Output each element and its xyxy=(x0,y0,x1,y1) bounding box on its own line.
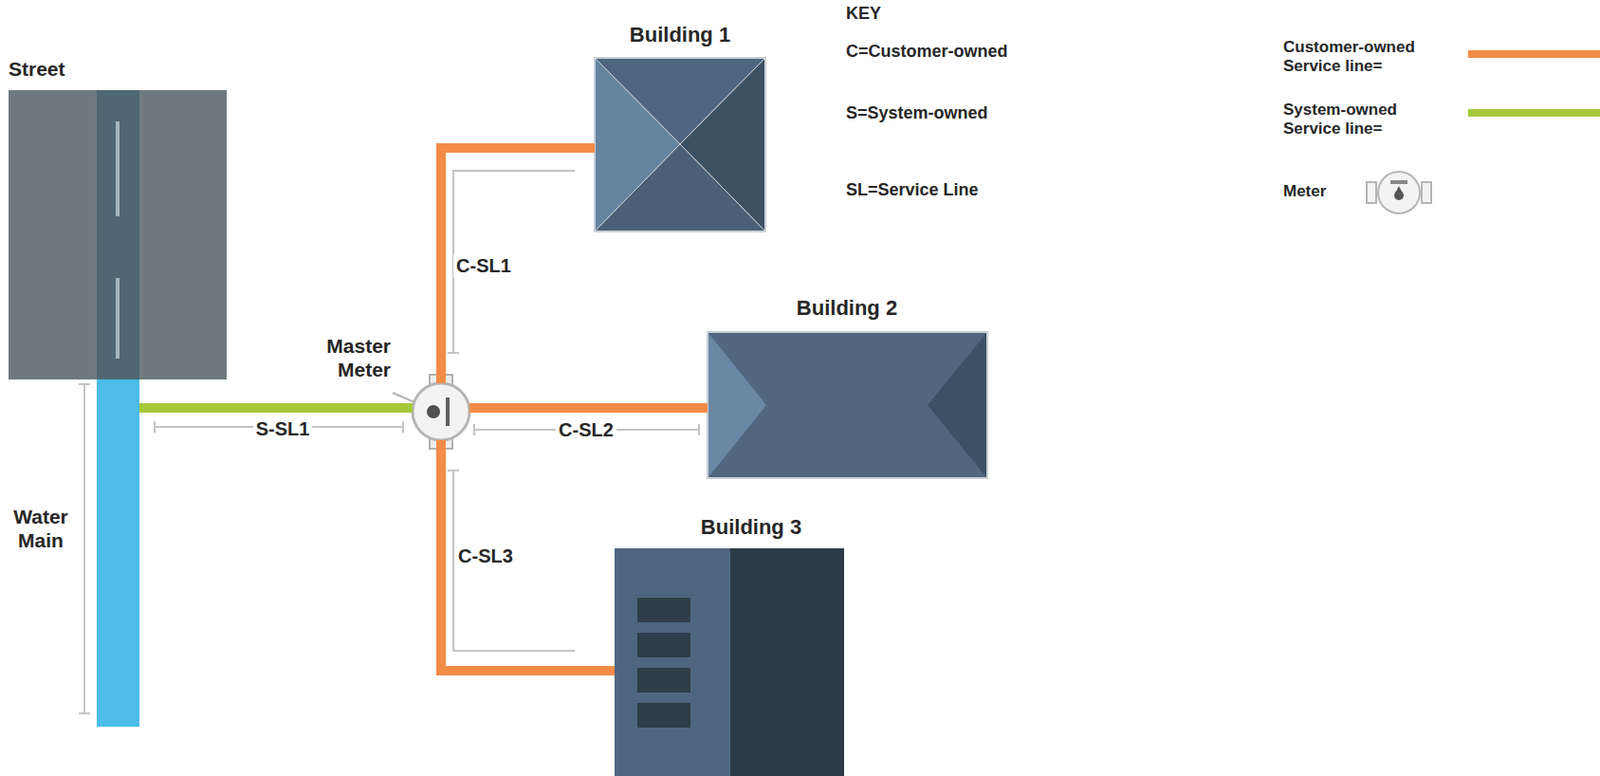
dimension-bracket xyxy=(78,170,699,714)
legend-meter-icon xyxy=(1366,171,1432,214)
water-main-label: Water Main xyxy=(1,504,80,552)
building-node: Building 1 xyxy=(594,57,766,232)
lane-dash xyxy=(115,121,120,217)
lane-dash xyxy=(115,277,120,359)
master-meter-label: Master Meter xyxy=(303,333,391,382)
building-label: Building 3 xyxy=(700,514,802,540)
building-label: Building 2 xyxy=(796,295,898,321)
legend-text: Meter xyxy=(1283,182,1398,202)
water-main-pipe xyxy=(96,379,140,727)
street-node: Street xyxy=(8,90,227,380)
key-entry: S=System-owned xyxy=(845,103,989,125)
legend-text: System-owned Service line= xyxy=(1283,100,1445,138)
legend-swatch xyxy=(1468,109,1600,117)
service-line-label: C-SL1 xyxy=(453,254,515,277)
street-center xyxy=(96,90,140,380)
street-label: Street xyxy=(8,56,66,81)
building-node: Building 3 xyxy=(614,548,845,776)
customer-service-line xyxy=(469,403,708,413)
building-label: Building 1 xyxy=(629,22,731,48)
service-line-label: C-SL3 xyxy=(455,544,516,568)
service-line-label: C-SL2 xyxy=(555,418,617,442)
customer-service-line xyxy=(441,147,595,384)
customer-service-line xyxy=(441,440,615,671)
system-service-line xyxy=(139,403,413,413)
building-3-shape xyxy=(614,548,845,776)
building-node: Building 2 xyxy=(707,331,988,479)
building-outline xyxy=(594,57,766,232)
master-meter-node: Master Meter xyxy=(412,383,470,441)
building-1-roof xyxy=(594,57,766,232)
legend-swatch xyxy=(1468,50,1600,58)
building-2-roof xyxy=(707,331,988,479)
service-line-label: S-SL1 xyxy=(253,417,313,441)
legend-text: Customer-owned Service line= xyxy=(1283,37,1445,75)
water-main-node: Water Main xyxy=(96,379,140,727)
key-entry: C=Customer-owned xyxy=(845,41,1009,63)
key-heading: KEY xyxy=(845,3,882,25)
street-shape xyxy=(8,90,227,380)
key-entry: SL=Service Line xyxy=(845,180,979,202)
